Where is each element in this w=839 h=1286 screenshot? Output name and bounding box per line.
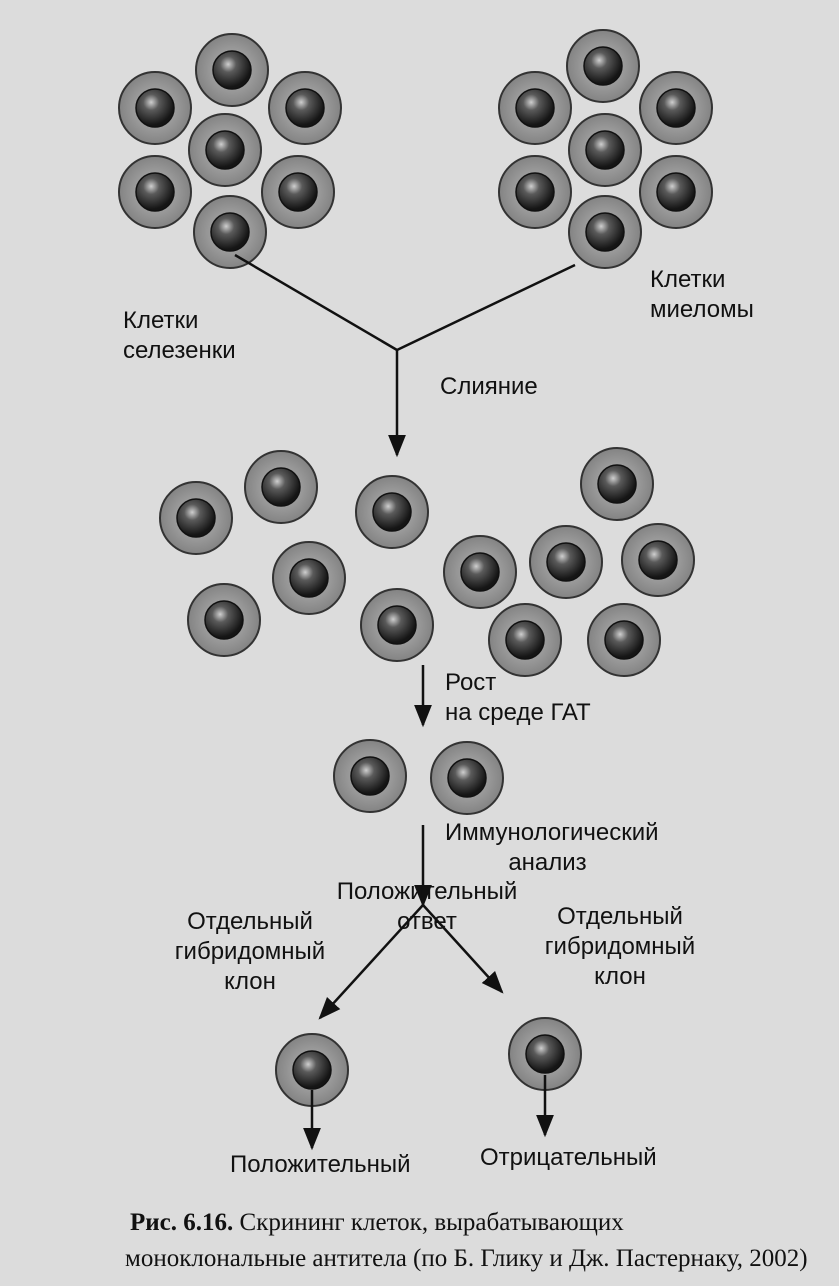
myeloma-cell	[499, 72, 571, 144]
spleen-cell	[189, 114, 261, 186]
spleen-cell	[269, 72, 341, 144]
fused-cell	[188, 584, 260, 656]
spleen-cell	[119, 72, 191, 144]
caption-line2: моноклональные антитела (по Б. Глику и Д…	[125, 1241, 830, 1277]
fused-cell	[530, 526, 602, 598]
positive-answer-label: Положительный ответ	[332, 877, 522, 937]
fusion-label: Слияние	[440, 372, 538, 402]
myeloma-cells-label: Клетки миеломы	[650, 265, 754, 325]
caption-prefix: Рис. 6.16.	[130, 1209, 233, 1236]
myeloma-cell	[640, 72, 712, 144]
myeloma-cell	[640, 156, 712, 228]
fused-cell	[489, 604, 561, 676]
myeloma-cell	[569, 114, 641, 186]
spleen-cell	[196, 34, 268, 106]
selected-cell	[334, 740, 406, 812]
result-positive-label: Положительный	[230, 1150, 411, 1180]
clone-left-label: Отдельный гибридомный клон	[150, 907, 350, 997]
fused-cell	[581, 448, 653, 520]
growth-label: Рост на среде ГАТ	[445, 668, 591, 728]
result-negative-label: Отрицательный	[480, 1143, 657, 1173]
fused-cell	[588, 604, 660, 676]
figure-caption: Рис. 6.16. Скрининг клеток, вырабатывающ…	[130, 1205, 830, 1277]
myeloma-cell	[569, 196, 641, 268]
fused-cell	[361, 589, 433, 661]
fused-cell	[622, 524, 694, 596]
fused-cell	[245, 451, 317, 523]
myeloma-cell	[567, 30, 639, 102]
immuno-assay-label: Иммунологический анализ	[445, 818, 659, 878]
fused-cell	[444, 536, 516, 608]
spleen-cell	[119, 156, 191, 228]
spleen-cell	[194, 196, 266, 268]
fused-cell	[160, 482, 232, 554]
myeloma-cell	[499, 156, 571, 228]
fused-cell	[356, 476, 428, 548]
caption-line1: Скрининг клеток, вырабатывающих	[240, 1209, 624, 1236]
spleen-cells-label: Клетки селезенки	[123, 306, 236, 366]
clone-right-label: Отдельный гибридомный клон	[520, 902, 720, 992]
spleen-cell	[262, 156, 334, 228]
fused-cell	[273, 542, 345, 614]
selected-cell	[431, 742, 503, 814]
